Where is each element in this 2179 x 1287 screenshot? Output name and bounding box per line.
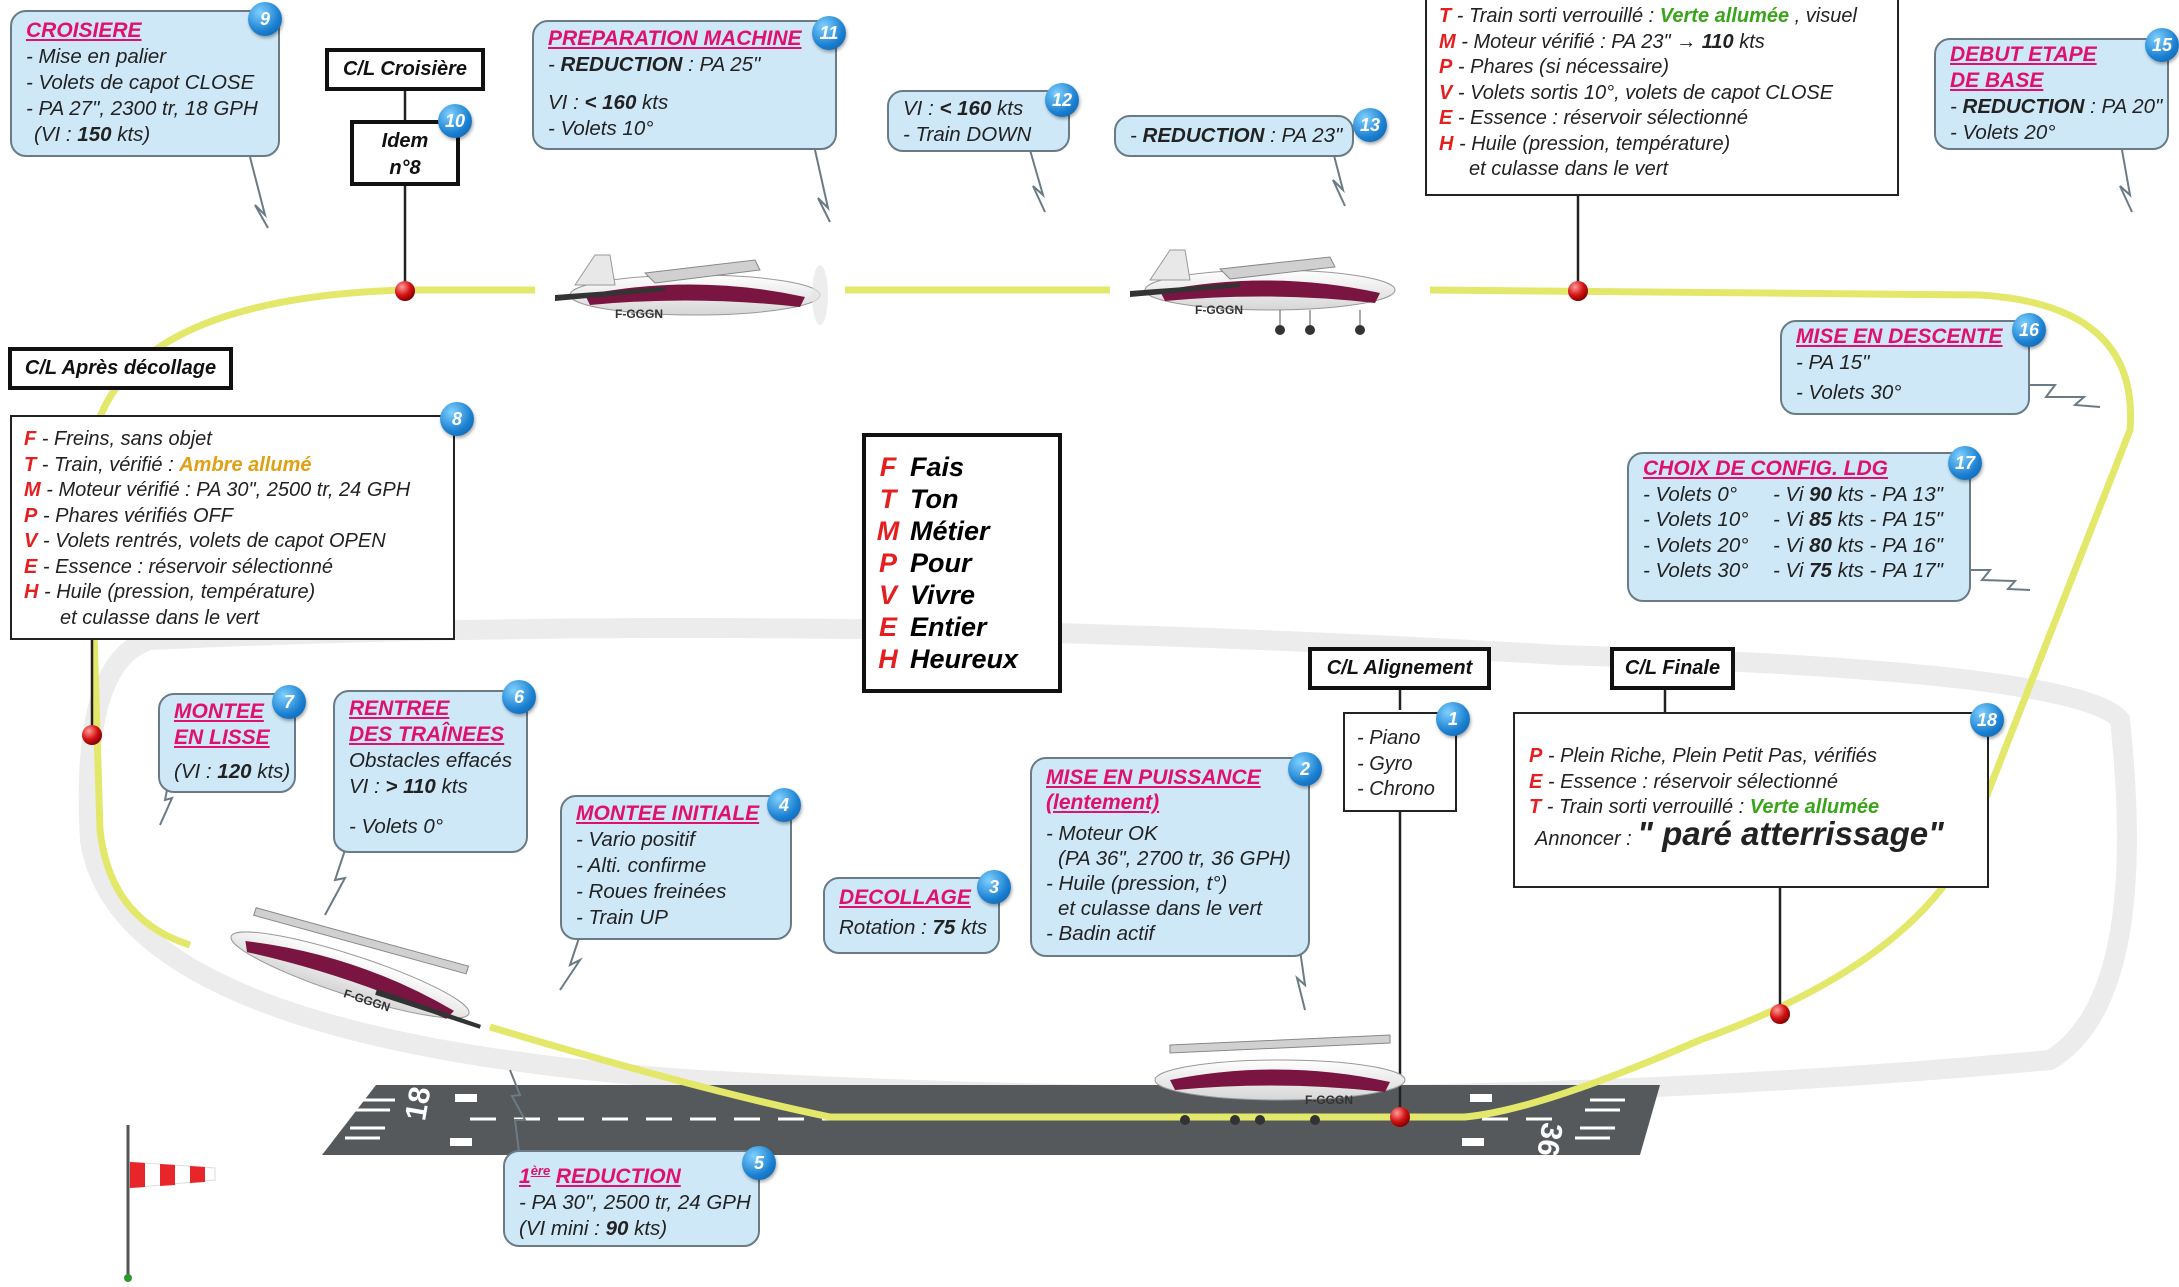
callout-debut-etape-de-base: DEBUT ETAPE DE BASE - REDUCTION : PA 20"… [1934,38,2169,150]
callout-reduction-pa23: - REDUCTION : PA 23" [1114,115,1354,157]
step-number-badge: 12 [1045,83,1079,117]
step-number-badge: 3 [977,870,1011,904]
windsock-icon [124,1125,216,1282]
airplane-icon: F-GGGN [1154,1034,1406,1125]
checklist-box-8: F - Freins, sans objet T - Train, vérifi… [10,415,455,640]
step-number-badge: 15 [2145,28,2179,62]
runway-number-36: 36 [1530,1120,1568,1159]
step-number-badge: 2 [1288,752,1322,786]
step-number-badge: 18 [1970,703,2004,737]
callout-line: - Mise en palier [26,45,167,68]
callout-decollage: DECOLLAGE Rotation : 75 kts [823,877,1000,954]
step-number-badge: 9 [248,2,282,36]
callout-line: (VI : 150 kts) [34,123,151,146]
airplane-icon: F-GGGN [555,254,828,325]
callout-title: CROISIERE [26,19,142,42]
callout-vi-train-down: VI : < 160 kts - Train DOWN [887,90,1070,152]
checklist-box-14: T - Train sorti verrouillé : Verte allum… [1425,0,1899,196]
step-number-badge: 10 [438,104,472,138]
callout-montee-initiale: MONTEE INITIALE - Vario positif - Alti. … [560,795,792,940]
checklist-label-alignement: C/L Alignement [1308,647,1491,690]
step-number-badge: 4 [767,788,801,822]
svg-text:F-GGGN: F-GGGN [1305,1093,1353,1107]
callout-mise-en-puissance: MISE EN PUISSANCE (lentement) - Moteur O… [1030,757,1310,957]
step-number-badge: 11 [812,16,846,50]
checklist-label-apres-decollage: C/L Après décollage [8,347,233,390]
step-number-badge: 7 [272,685,306,719]
checklist-box-1: - Piano - Gyro - Chrono [1343,712,1457,812]
callout-premiere-reduction: 1ère REDUCTION - PA 30", 2500 tr, 24 GPH… [503,1150,760,1247]
step-number-badge: 6 [502,680,536,714]
svg-text:F-GGGN: F-GGGN [615,307,663,321]
runway-number-18: 18 [399,1084,437,1123]
checklist-label-croisiere: C/L Croisière [325,48,485,91]
callout-preparation-machine: PREPARATION MACHINE - REDUCTION : PA 25"… [532,20,837,150]
callout-croisiere: CROISIERE - Mise en palier - Volets de c… [10,10,280,157]
callout-choix-config-ldg: CHOIX DE CONFIG. LDG - Volets 0°- Vi 90 … [1627,452,1971,602]
callout-line: - Volets de capot CLOSE [26,71,255,94]
step-number-badge: 1 [1436,702,1470,736]
step-number-badge: 8 [440,402,474,436]
callout-rentree-des-trainees: RENTREE DES TRAÎNEES Obstacles effacés V… [333,690,528,853]
callout-mise-en-descente: MISE EN DESCENTE - PA 15" - Volets 30° [1780,320,2030,415]
step-number-badge: 13 [1353,108,1387,142]
step-number-badge: 17 [1948,446,1982,480]
step-number-badge: 16 [2012,313,2046,347]
step-number-badge: 5 [742,1146,776,1180]
callout-line: - PA 27", 2300 tr, 18 GPH [26,97,258,120]
svg-text:F-GGGN: F-GGGN [1195,303,1243,317]
checklist-box-18: P - Plein Riche, Plein Petit Pas, vérifi… [1513,712,1989,888]
airplane-icon: F-GGGN [230,907,481,1029]
checklist-label-finale: C/L Finale [1610,647,1735,690]
airplane-icon: F-GGGN [1130,249,1396,335]
